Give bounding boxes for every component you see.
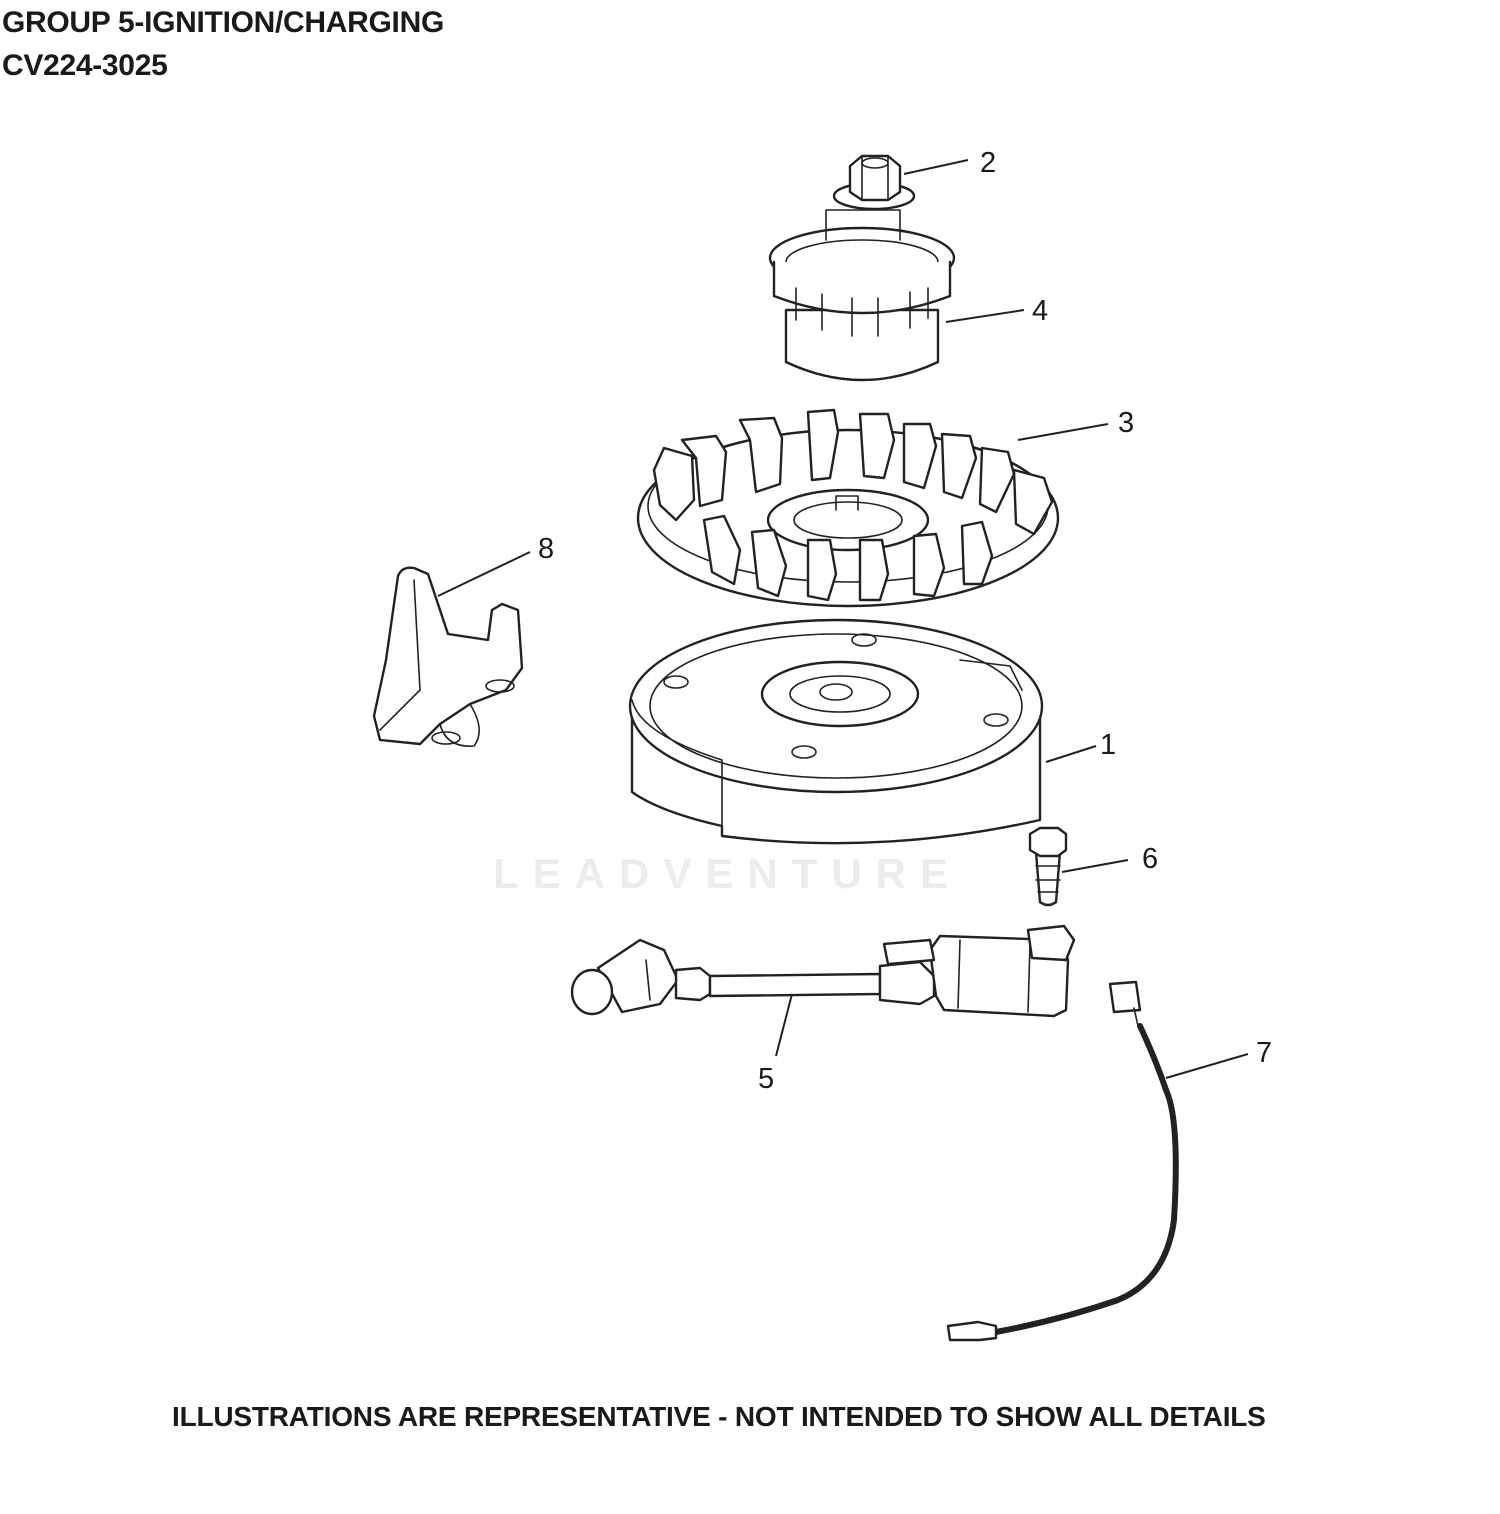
callout-1: 1: [1100, 729, 1116, 761]
callout-4: 4: [1032, 295, 1048, 327]
part-7-kill-wire-lead[interactable]: [946, 980, 1179, 1342]
disclaimer-text: ILLUSTRATIONS ARE REPRESENTATIVE - NOT I…: [172, 1401, 1266, 1432]
part-1-flywheel[interactable]: [628, 618, 1044, 845]
part-4-fan-cup[interactable]: [768, 209, 956, 382]
watermark-text: LEADVENTURE: [493, 850, 963, 897]
part-6-mounting-bolt[interactable]: [1028, 826, 1068, 907]
leader-lines: [437, 159, 1249, 1079]
callout-3: 3: [1118, 407, 1134, 439]
part-2-flange-nut[interactable]: [832, 154, 916, 211]
part-5-ignition-module[interactable]: [570, 924, 1076, 1018]
callout-7: 7: [1256, 1037, 1272, 1069]
part-3-cooling-fan[interactable]: [636, 408, 1060, 608]
part-8-air-guide-bracket[interactable]: [372, 566, 524, 747]
callout-2: 2: [980, 147, 996, 179]
callout-5: 5: [758, 1063, 774, 1095]
diagram-title: GROUP 5-IGNITION/CHARGING: [2, 6, 444, 39]
callout-8: 8: [538, 533, 554, 565]
model-number: CV224-3025: [2, 49, 168, 82]
callout-6: 6: [1142, 843, 1158, 875]
